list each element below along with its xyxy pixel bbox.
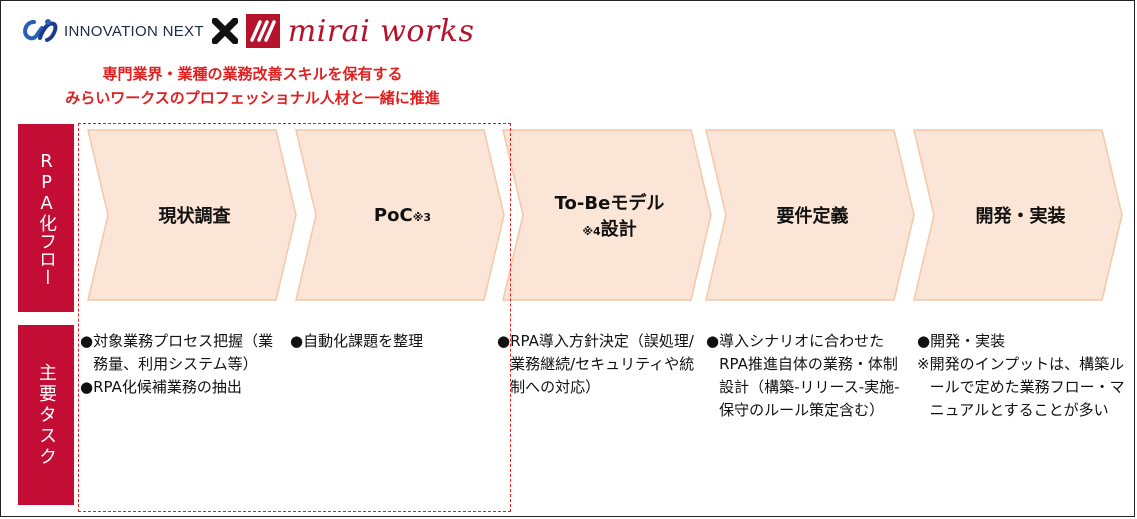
innovation-next-logo-icon	[23, 19, 58, 42]
mirai-works-badge-icon	[245, 14, 280, 48]
step-label: 現状調査	[158, 206, 231, 227]
step-current-survey: 現状調査	[92, 130, 297, 300]
step-label: 開発・実装	[975, 206, 1066, 227]
step-label: ※4設計	[582, 219, 637, 240]
logo-row: INNOVATION NEXT mirai works	[20, 10, 474, 52]
step-development: 開発・実装	[918, 130, 1123, 300]
task-item: ●開発・実装	[917, 332, 1006, 350]
step-footnote: ※4	[582, 225, 601, 238]
task-item: ●RPA化候補業務の抽出	[80, 378, 242, 396]
task-item: ●自動化課題を整理	[290, 332, 424, 350]
professional-scope-highlight	[78, 123, 511, 512]
step-poc: PoC※3	[300, 130, 505, 300]
step-requirements: 要件定義	[710, 130, 915, 300]
task-column-2: ●自動化課題を整理	[290, 330, 495, 353]
side-label-flow: RPA化フロー	[18, 124, 74, 312]
step-label: PoC※3	[373, 204, 432, 226]
subtitle-line-1: 専門業界・業種の業務改善スキルを保有する	[102, 65, 403, 83]
task-column-3: ●RPA導入方針決定（誤処理/業務継続/セキュリティや統制への対応）	[497, 330, 697, 399]
task-item: ●RPA導入方針決定（誤処理/業務継続/セキュリティや統制への対応）	[497, 332, 695, 396]
cross-icon	[211, 18, 238, 44]
innovation-next-text: INNOVATION NEXT	[64, 22, 204, 40]
task-item: ●対象業務プロセス把握（業務量、利用システム等）	[80, 332, 274, 373]
task-column-4: ●導入シナリオに合わせたRPA推進自体の業務・体制設計（構築-リリース-実施-保…	[706, 330, 909, 422]
chevron-step-2	[295, 129, 505, 301]
chevron-step-5	[913, 129, 1123, 301]
step-label: 要件定義	[776, 206, 849, 227]
task-column-5: ●開発・実装 ※開発のインプットは、構築ルールで定めた業務フロー・マニュアルとす…	[917, 330, 1127, 422]
step-to-be-model: To-Beモデル ※4設計	[507, 130, 712, 300]
chevron-step-1	[87, 129, 297, 301]
mirai-works-text: mirai works	[287, 13, 475, 49]
subtitle-line-2: みらいワークスのプロフェッショナル人材と一緒に推進	[65, 89, 440, 107]
task-column-1: ●対象業務プロセス把握（業務量、利用システム等） ●RPA化候補業務の抽出	[80, 330, 280, 399]
step-label: To-Beモデル	[554, 193, 665, 214]
side-label-tasks: 主要タスク	[18, 325, 74, 505]
chevron-step-4	[705, 129, 915, 301]
chevron-step-3	[502, 129, 712, 301]
task-item: ※開発のインプットは、構築ルールで定めた業務フロー・マニュアルとすることが多い	[917, 355, 1125, 419]
step-footnote: ※3	[412, 210, 432, 224]
task-item: ●導入シナリオに合わせたRPA推進自体の業務・体制設計（構築-リリース-実施-保…	[706, 332, 900, 419]
